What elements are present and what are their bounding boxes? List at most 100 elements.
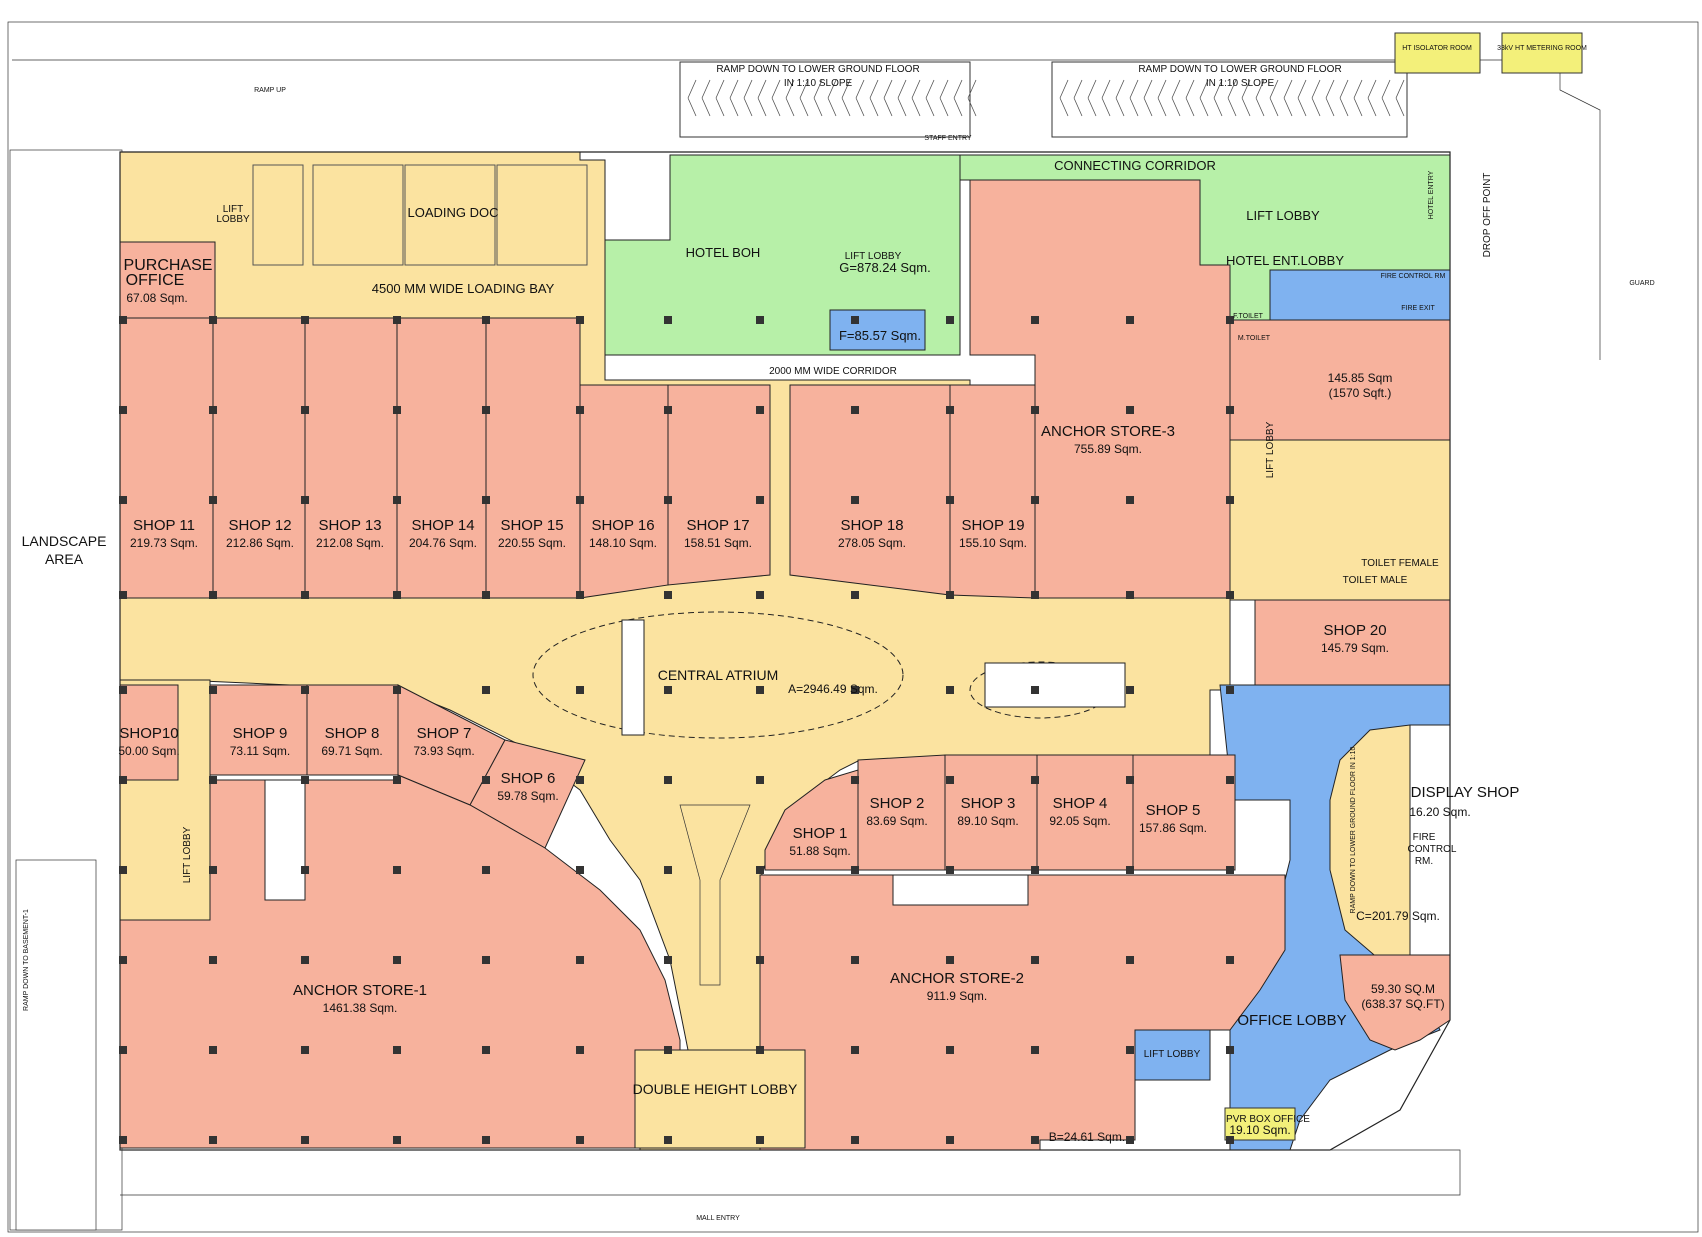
column: [482, 496, 490, 504]
pvr-area: 19.10 Sqm.: [1229, 1123, 1290, 1137]
shop-name: SHOP 7: [417, 725, 472, 742]
ramp-hatch: [1059, 79, 1069, 117]
drop-off-label: DROP OFF POINT: [1482, 173, 1493, 258]
ramp-hatch: [1255, 79, 1265, 117]
shop-area: 212.86 Sqm.: [226, 536, 294, 550]
column: [851, 316, 859, 324]
column: [851, 591, 859, 599]
column: [119, 1046, 127, 1054]
ramp-hatch: [785, 79, 795, 117]
column: [393, 866, 401, 874]
column: [664, 956, 672, 964]
column: [576, 776, 584, 784]
area-c-label: C=201.79 Sqm.: [1356, 909, 1440, 923]
staff-entry-label: STAFF ENTRY: [924, 135, 972, 142]
column: [851, 496, 859, 504]
ramp-hatch: [1073, 79, 1083, 117]
shop-name: SHOP 16: [591, 517, 654, 534]
column: [209, 1136, 217, 1144]
office-lift-lobby-label: LIFT LOBBY: [1144, 1049, 1201, 1060]
fire-control-top-label: FIRE CONTROL RM: [1381, 273, 1446, 280]
shop-area: 83.69 Sqm.: [866, 814, 927, 828]
column: [1126, 496, 1134, 504]
ramp-hatch: [869, 79, 879, 117]
column: [119, 1136, 127, 1144]
column: [946, 686, 954, 694]
shop-area: 278.05 Sqm.: [838, 536, 906, 550]
column: [1031, 686, 1039, 694]
ramp-right-slope: IN 1:10 SLOPE: [1206, 78, 1275, 89]
column: [209, 406, 217, 414]
column: [1226, 316, 1234, 324]
column: [1031, 1046, 1039, 1054]
column: [851, 776, 859, 784]
shop-area: 89.10 Sqm.: [957, 814, 1018, 828]
m-toilet-label: M.TOILET: [1238, 335, 1271, 342]
shop-area: 157.86 Sqm.: [1139, 821, 1207, 835]
ramp-hatch: [1227, 79, 1237, 117]
column: [119, 866, 127, 874]
shop-area: 145.79 Sqm.: [1321, 641, 1389, 655]
column: [756, 406, 764, 414]
column: [209, 591, 217, 599]
column: [946, 956, 954, 964]
shop-name: SHOP 2: [870, 795, 925, 812]
column: [393, 1136, 401, 1144]
column: [664, 866, 672, 874]
column: [482, 1046, 490, 1054]
ht-room-label: HT ISOLATOR ROOM: [1402, 45, 1472, 52]
column: [119, 776, 127, 784]
f-toilet-label: F.TOILET: [1233, 313, 1264, 320]
shop-area: 73.93 Sqm.: [413, 744, 474, 758]
column: [756, 496, 764, 504]
ramp-hatch: [1143, 79, 1153, 117]
column: [946, 316, 954, 324]
column: [393, 1046, 401, 1054]
column: [301, 591, 309, 599]
column: [482, 866, 490, 874]
ramp-hatch: [729, 79, 739, 117]
shop-area: 212.08 Sqm.: [316, 536, 384, 550]
ramp-hatch: [827, 79, 837, 117]
shop-area: 911.9 Sqm.: [927, 989, 987, 1003]
column: [946, 866, 954, 874]
shop-name: SHOP10: [119, 725, 178, 742]
pvr-box-office-label: PVR BOX OFFICE: [1226, 1114, 1310, 1125]
shop-area: 148.10 Sqm.: [589, 536, 657, 550]
column: [1226, 591, 1234, 599]
column: [301, 956, 309, 964]
column: [119, 686, 127, 694]
column: [482, 406, 490, 414]
shops: [119, 179, 1451, 1151]
column: [301, 316, 309, 324]
toilet-female-label: TOILET FEMALE: [1361, 558, 1439, 569]
tl-lift-label: LIFT: [223, 204, 244, 215]
fire-control-label-3: RM.: [1415, 856, 1433, 867]
column: [209, 316, 217, 324]
column: [576, 956, 584, 964]
shop-name: SHOP 18: [840, 517, 903, 534]
shop-name: SHOP 14: [411, 517, 474, 534]
shop-area: 51.88 Sqm.: [789, 844, 850, 858]
column: [482, 686, 490, 694]
column: [664, 1136, 672, 1144]
column: [1031, 776, 1039, 784]
shop-name: ANCHOR STORE-3: [1041, 423, 1175, 440]
lobby-spine: [634, 804, 806, 1149]
shop-area: 73.11 Sqm.: [230, 744, 290, 758]
column: [576, 1136, 584, 1144]
column: [209, 1046, 217, 1054]
double-height-lobby-label: DOUBLE HEIGHT LOBBY: [633, 1081, 798, 1097]
ramp-hatch: [883, 79, 893, 117]
shop-name: SHOP 17: [686, 517, 749, 534]
column: [664, 406, 672, 414]
column: [851, 1136, 859, 1144]
column: [1226, 956, 1234, 964]
column: [756, 1136, 764, 1144]
column: [393, 591, 401, 599]
ramp-right-label: RAMP DOWN TO LOWER GROUND FLOOR: [1138, 64, 1341, 75]
building-boundary: [119, 151, 1461, 1196]
shop-name: SHOP 9: [233, 725, 288, 742]
column: [1126, 686, 1134, 694]
